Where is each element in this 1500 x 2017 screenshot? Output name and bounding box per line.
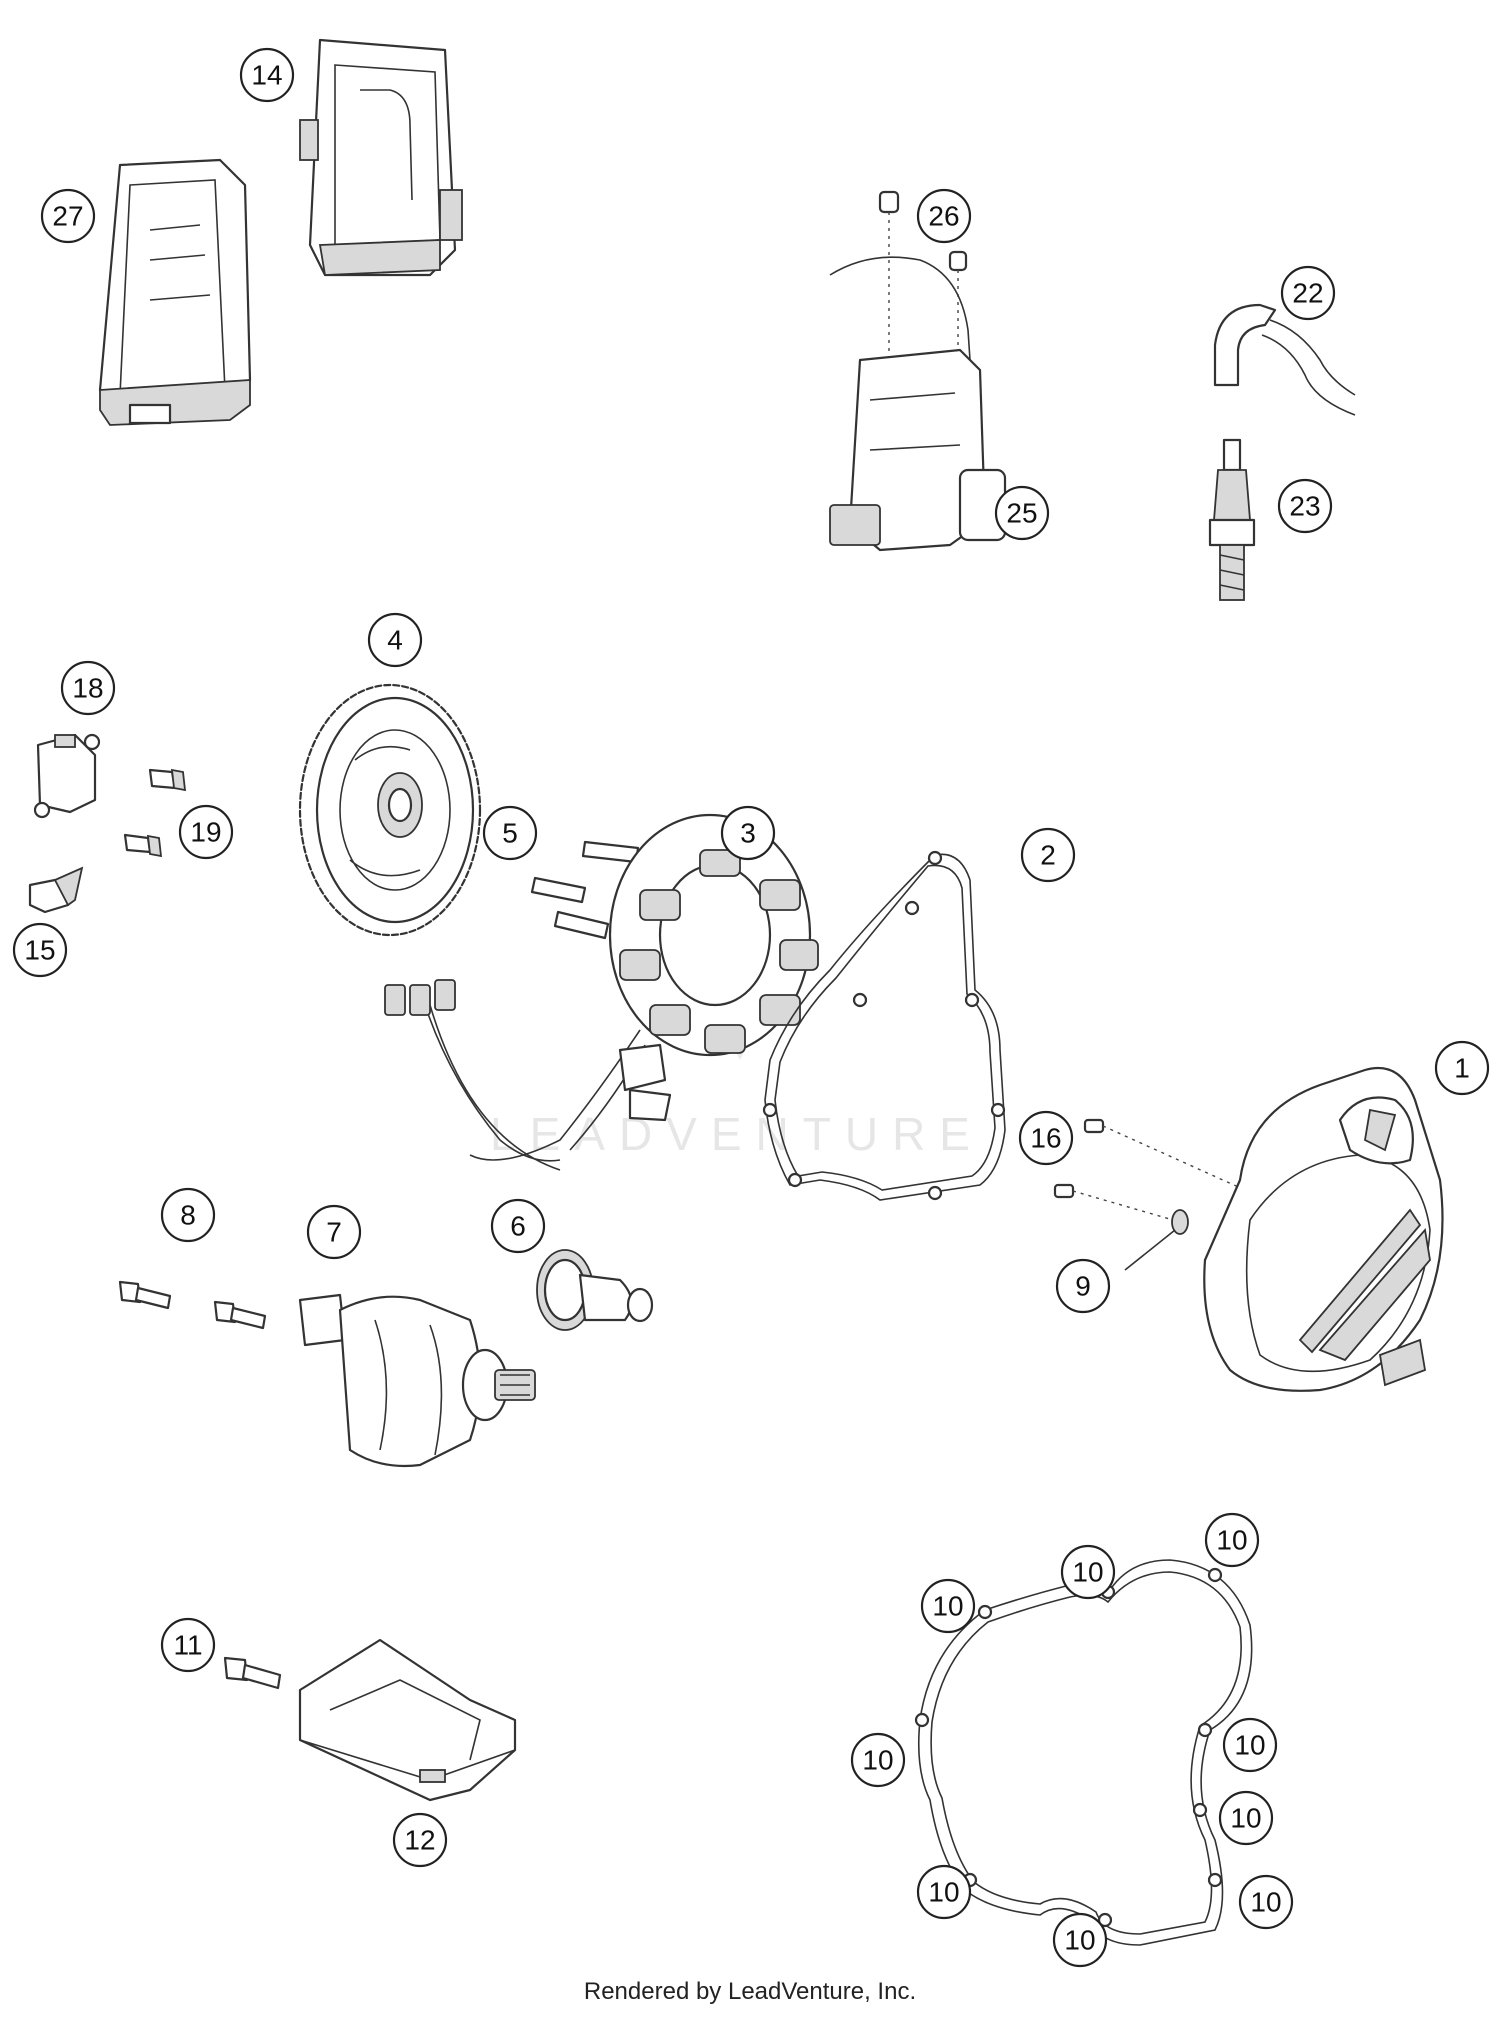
part-11-bolt[interactable] <box>223 1656 282 1690</box>
callout-11[interactable]: 11 <box>160 1617 216 1673</box>
callout-6-label: 6 <box>510 1211 526 1242</box>
callout-1-label: 1 <box>1454 1053 1470 1084</box>
callout-10-b-label: 10 <box>1072 1557 1103 1588</box>
callout-9-label: 9 <box>1075 1271 1091 1302</box>
callout-10-f-label: 10 <box>1230 1803 1261 1834</box>
callout-5-label: 5 <box>502 818 518 849</box>
callout-3-label: 3 <box>740 818 756 849</box>
part-18-sensor[interactable] <box>33 733 101 819</box>
callout-2[interactable]: 2 <box>1020 827 1076 883</box>
part-2-gasket[interactable] <box>762 850 1006 1201</box>
callout-15-label: 15 <box>24 935 55 966</box>
callout-18-label: 18 <box>72 673 103 704</box>
callout-19-label: 19 <box>190 817 221 848</box>
callout-10-g-label: 10 <box>928 1877 959 1908</box>
callout-10-d-label: 10 <box>1234 1730 1265 1761</box>
footer-credit: Rendered by LeadVenture, Inc. <box>583 1978 917 2005</box>
callout-10-b[interactable]: 10 <box>1060 1544 1116 1600</box>
callout-18[interactable]: 18 <box>60 660 116 716</box>
part-6-starter-drive[interactable] <box>536 1249 654 1331</box>
part-7-starter-motor[interactable] <box>298 1293 536 1468</box>
callout-10-e[interactable]: 10 <box>850 1732 906 1788</box>
callout-10-i-label: 10 <box>1064 1925 1095 1956</box>
part-23-spark-plug[interactable] <box>1208 438 1256 601</box>
callout-3[interactable]: 3 <box>720 805 776 861</box>
watermark-text: LEADVENTURE <box>490 1108 984 1160</box>
callout-9[interactable]: 9 <box>1055 1258 1111 1314</box>
callout-12[interactable]: 12 <box>392 1812 448 1868</box>
callout-10-a[interactable]: 10 <box>1204 1512 1260 1568</box>
callout-14[interactable]: 14 <box>239 47 295 103</box>
callout-7[interactable]: 7 <box>306 1204 362 1260</box>
callout-14-label: 14 <box>251 60 282 91</box>
part-14-control-unit[interactable] <box>299 38 463 277</box>
callout-1[interactable]: 1 <box>1434 1040 1490 1096</box>
callout-10-a-label: 10 <box>1216 1525 1247 1556</box>
callout-22-label: 22 <box>1292 278 1323 309</box>
callout-11-label: 11 <box>173 1630 202 1661</box>
callout-4[interactable]: 4 <box>367 612 423 668</box>
callout-23-label: 23 <box>1289 491 1320 522</box>
part-8-bolts[interactable] <box>118 1280 267 1330</box>
callout-2-label: 2 <box>1040 840 1056 871</box>
callout-19[interactable]: 19 <box>178 804 234 860</box>
callout-27-label: 27 <box>52 201 83 232</box>
part-4-flywheel[interactable] <box>298 683 482 937</box>
callout-10-d[interactable]: 10 <box>1222 1717 1278 1773</box>
part-26-bolts[interactable] <box>878 190 968 360</box>
part-19-bolts[interactable] <box>123 768 187 858</box>
callout-10-h[interactable]: 10 <box>1238 1874 1294 1930</box>
callout-6[interactable]: 6 <box>490 1198 546 1254</box>
callout-10-c[interactable]: 10 <box>920 1578 976 1634</box>
callout-26-label: 26 <box>928 201 959 232</box>
callout-22[interactable]: 22 <box>1280 265 1336 321</box>
part-3-stator[interactable] <box>384 813 819 1171</box>
callout-7-label: 7 <box>326 1217 342 1248</box>
callout-10-f[interactable]: 10 <box>1218 1790 1274 1846</box>
callout-15[interactable]: 15 <box>12 922 68 978</box>
callout-23[interactable]: 23 <box>1277 478 1333 534</box>
callout-10-h-label: 10 <box>1250 1887 1281 1918</box>
callout-10-g[interactable]: 10 <box>916 1864 972 1920</box>
part-16-dowels[interactable] <box>1053 1118 1246 1223</box>
callout-27[interactable]: 27 <box>40 188 96 244</box>
callout-10-e-label: 10 <box>862 1745 893 1776</box>
callout-10-c-label: 10 <box>932 1591 963 1622</box>
callout-25[interactable]: 25 <box>994 485 1050 541</box>
callout-12-label: 12 <box>404 1825 435 1856</box>
part-9-seal-ring[interactable] <box>1124 1209 1189 1271</box>
part-25-ignition-coil[interactable] <box>829 256 1007 552</box>
callout-8[interactable]: 8 <box>160 1187 216 1243</box>
part-27-control-unit[interactable] <box>98 158 252 426</box>
callout-10-i[interactable]: 10 <box>1052 1912 1108 1968</box>
part-22-spark-plug-connector[interactable] <box>1213 303 1356 416</box>
part-1-ignition-cover[interactable] <box>1203 1066 1444 1392</box>
callout-16[interactable]: 16 <box>1018 1110 1074 1166</box>
part-15-sensor-plug[interactable] <box>28 866 84 914</box>
callout-26[interactable]: 26 <box>916 188 972 244</box>
part-12-guard-plate[interactable] <box>298 1638 517 1802</box>
callout-8-label: 8 <box>180 1200 196 1231</box>
part-10-cover-gasket[interactable] <box>914 1559 1253 1946</box>
callout-4-label: 4 <box>387 625 403 656</box>
callout-5[interactable]: 5 <box>482 805 538 861</box>
callout-25-label: 25 <box>1006 498 1037 529</box>
callout-16-label: 16 <box>1030 1123 1061 1154</box>
